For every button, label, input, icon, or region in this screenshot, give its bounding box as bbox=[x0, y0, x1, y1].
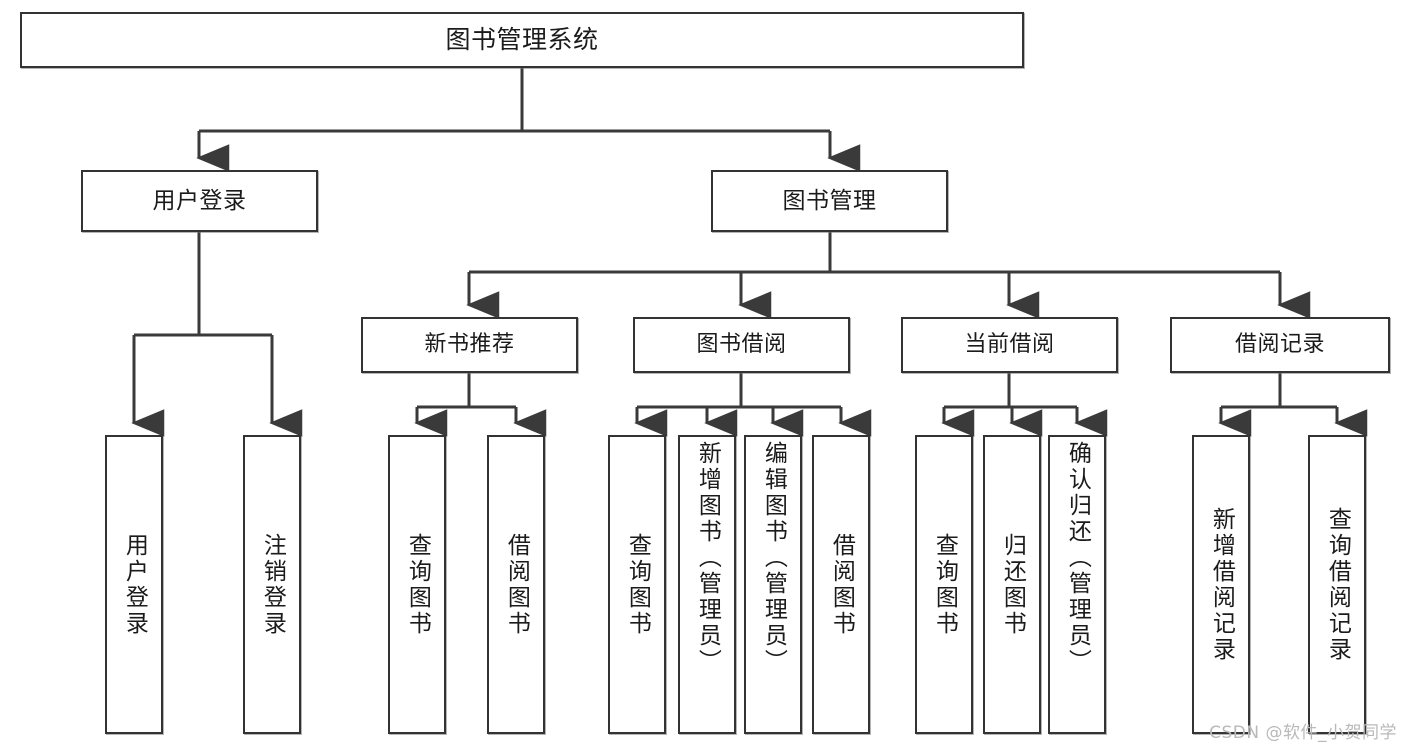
node-label: 借阅图书 bbox=[828, 532, 855, 637]
node-user-login[interactable]: 用户登录 bbox=[81, 170, 318, 232]
leaf-add-borrow-record[interactable]: 新增借阅记录 bbox=[1192, 435, 1250, 734]
node-label: 图书借阅 bbox=[696, 332, 787, 358]
node-label: 新增图书（管理员） bbox=[694, 441, 721, 675]
node-label: 借阅记录 bbox=[1234, 332, 1325, 358]
leaf-user-logout[interactable]: 注销登录 bbox=[243, 435, 301, 734]
leaf-query-book-current[interactable]: 查询图书 bbox=[915, 435, 973, 734]
node-label: 图书管理系统 bbox=[445, 24, 599, 54]
node-label: 新增借阅记录 bbox=[1208, 506, 1235, 663]
leaf-user-login[interactable]: 用户登录 bbox=[105, 435, 163, 734]
node-new-book-recommend[interactable]: 新书推荐 bbox=[361, 317, 578, 373]
leaf-add-book-admin[interactable]: 新增图书（管理员） bbox=[678, 435, 736, 734]
node-label: 归还图书 bbox=[999, 532, 1026, 637]
node-label: 查询图书 bbox=[931, 532, 958, 637]
leaf-confirm-return-admin[interactable]: 确认归还（管理员） bbox=[1048, 435, 1106, 734]
csdn-watermark: CSDN @软件_小贺同学 bbox=[1209, 723, 1397, 743]
node-label: 新书推荐 bbox=[424, 332, 515, 358]
node-current-borrow[interactable]: 当前借阅 bbox=[901, 317, 1118, 373]
node-label: 确认归还（管理员） bbox=[1064, 441, 1091, 675]
node-label: 图书管理 bbox=[782, 187, 877, 214]
node-label: 编辑图书（管理员） bbox=[760, 441, 787, 675]
leaf-return-book[interactable]: 归还图书 bbox=[983, 435, 1041, 734]
node-label: 用户登录 bbox=[121, 532, 148, 637]
node-book-management[interactable]: 图书管理 bbox=[711, 170, 948, 232]
leaf-borrow-book[interactable]: 借阅图书 bbox=[812, 435, 870, 734]
leaf-edit-book-admin[interactable]: 编辑图书（管理员） bbox=[744, 435, 802, 734]
node-label: 当前借阅 bbox=[964, 332, 1055, 358]
leaf-query-borrow-record[interactable]: 查询借阅记录 bbox=[1308, 435, 1366, 734]
leaf-query-book-borrow[interactable]: 查询图书 bbox=[608, 435, 666, 734]
node-label: 用户登录 bbox=[152, 187, 247, 214]
leaf-query-book-new[interactable]: 查询图书 bbox=[388, 435, 446, 734]
node-label: 借阅图书 bbox=[503, 532, 530, 637]
node-label: 注销登录 bbox=[259, 532, 286, 637]
node-label: 查询图书 bbox=[404, 532, 431, 637]
node-label: 查询图书 bbox=[624, 532, 651, 637]
node-root-system[interactable]: 图书管理系统 bbox=[20, 12, 1024, 68]
node-label: 查询借阅记录 bbox=[1324, 506, 1351, 663]
node-borrow-record[interactable]: 借阅记录 bbox=[1170, 317, 1390, 373]
node-book-borrow[interactable]: 图书借阅 bbox=[633, 317, 850, 373]
leaf-borrow-book-new[interactable]: 借阅图书 bbox=[487, 435, 545, 734]
